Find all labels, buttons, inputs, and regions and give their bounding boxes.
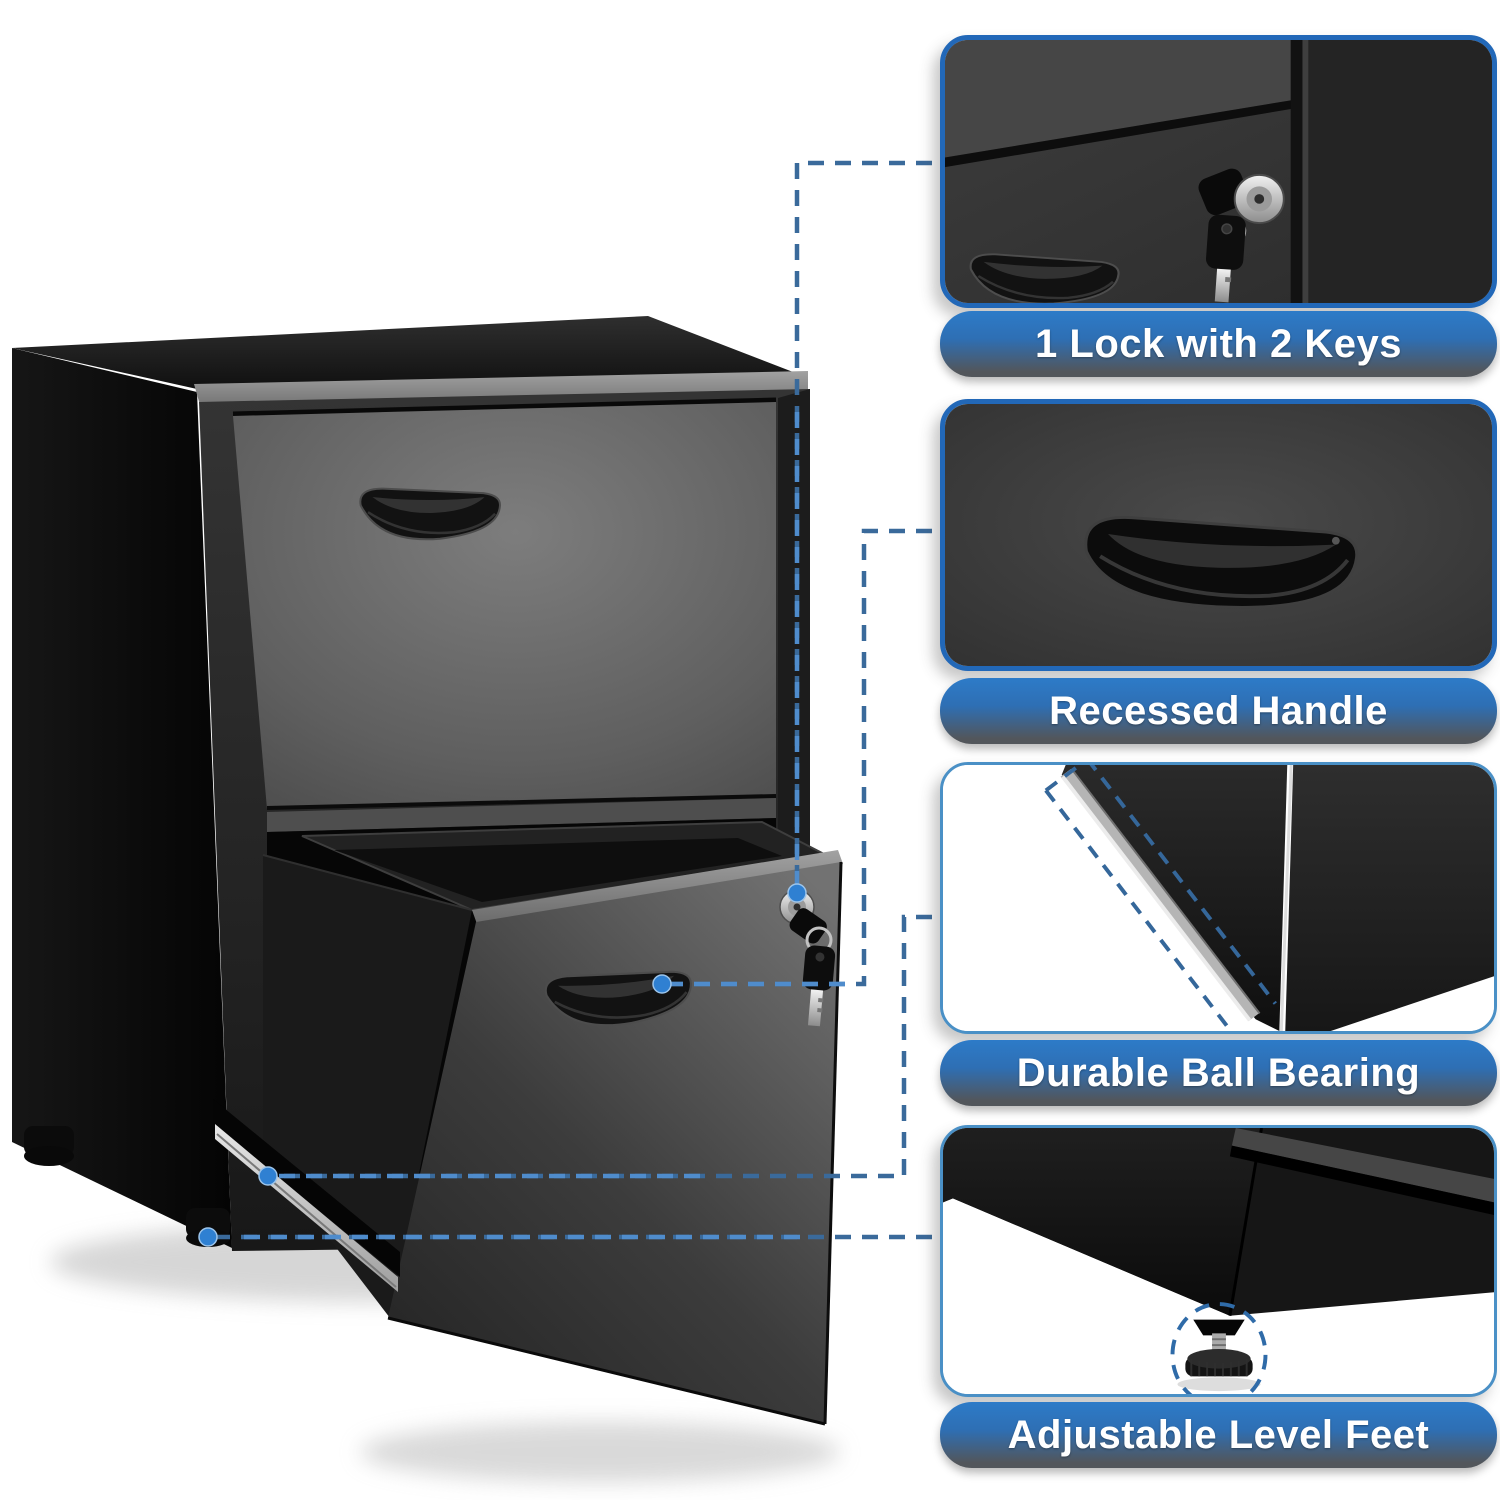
callout-banner-feet: Adjustable Level Feet [940, 1402, 1497, 1468]
level-feet-photo [940, 1125, 1497, 1397]
hanging-key [802, 945, 836, 1027]
connector-dot-lock [787, 883, 807, 903]
top-drawer [232, 397, 777, 810]
callout-banner-handle: Recessed Handle [940, 678, 1497, 744]
connector-handle [665, 528, 932, 987]
connector-lock [794, 160, 932, 890]
connector-dot-feet [198, 1227, 218, 1247]
inserted-key [789, 908, 827, 944]
callout-label-handle: Recessed Handle [1049, 688, 1388, 733]
cabinet-edge [1285, 765, 1494, 1031]
callout-label-feet: Adjustable Level Feet [1007, 1412, 1430, 1457]
hanging-key [1205, 214, 1246, 303]
drawer-seam [1231, 1128, 1494, 1203]
lock-cylinder [1198, 168, 1285, 225]
ball-bearing-photo [940, 762, 1497, 1034]
callout-label-lock: 1 Lock with 2 Keys [1035, 321, 1402, 366]
callout-banner-lock: 1 Lock with 2 Keys [940, 311, 1497, 377]
connector-dot-handle [652, 974, 672, 994]
slide-rail [213, 1099, 400, 1292]
callout-banner-bearing: Durable Ball Bearing [940, 1040, 1497, 1106]
cabinet-top [12, 316, 806, 389]
recessed-handle [1084, 516, 1359, 609]
open-drawer [213, 820, 843, 1426]
leveling-feet [24, 1126, 230, 1247]
drawer-seam [945, 99, 1295, 168]
rail-highlight-dashes [1044, 765, 1277, 1031]
callout-label-bearing: Durable Ball Bearing [1016, 1050, 1421, 1095]
cabinet-side-panel [12, 348, 232, 1248]
connector-dot-bearing [258, 1166, 278, 1186]
ball-bearing-rail [1060, 768, 1261, 1022]
callout-connectors [198, 160, 932, 1247]
recessed-handle-photo [940, 399, 1497, 671]
lock-with-keys [779, 889, 836, 1027]
lock-keys-photo [940, 35, 1497, 308]
file-cabinet [12, 316, 843, 1426]
